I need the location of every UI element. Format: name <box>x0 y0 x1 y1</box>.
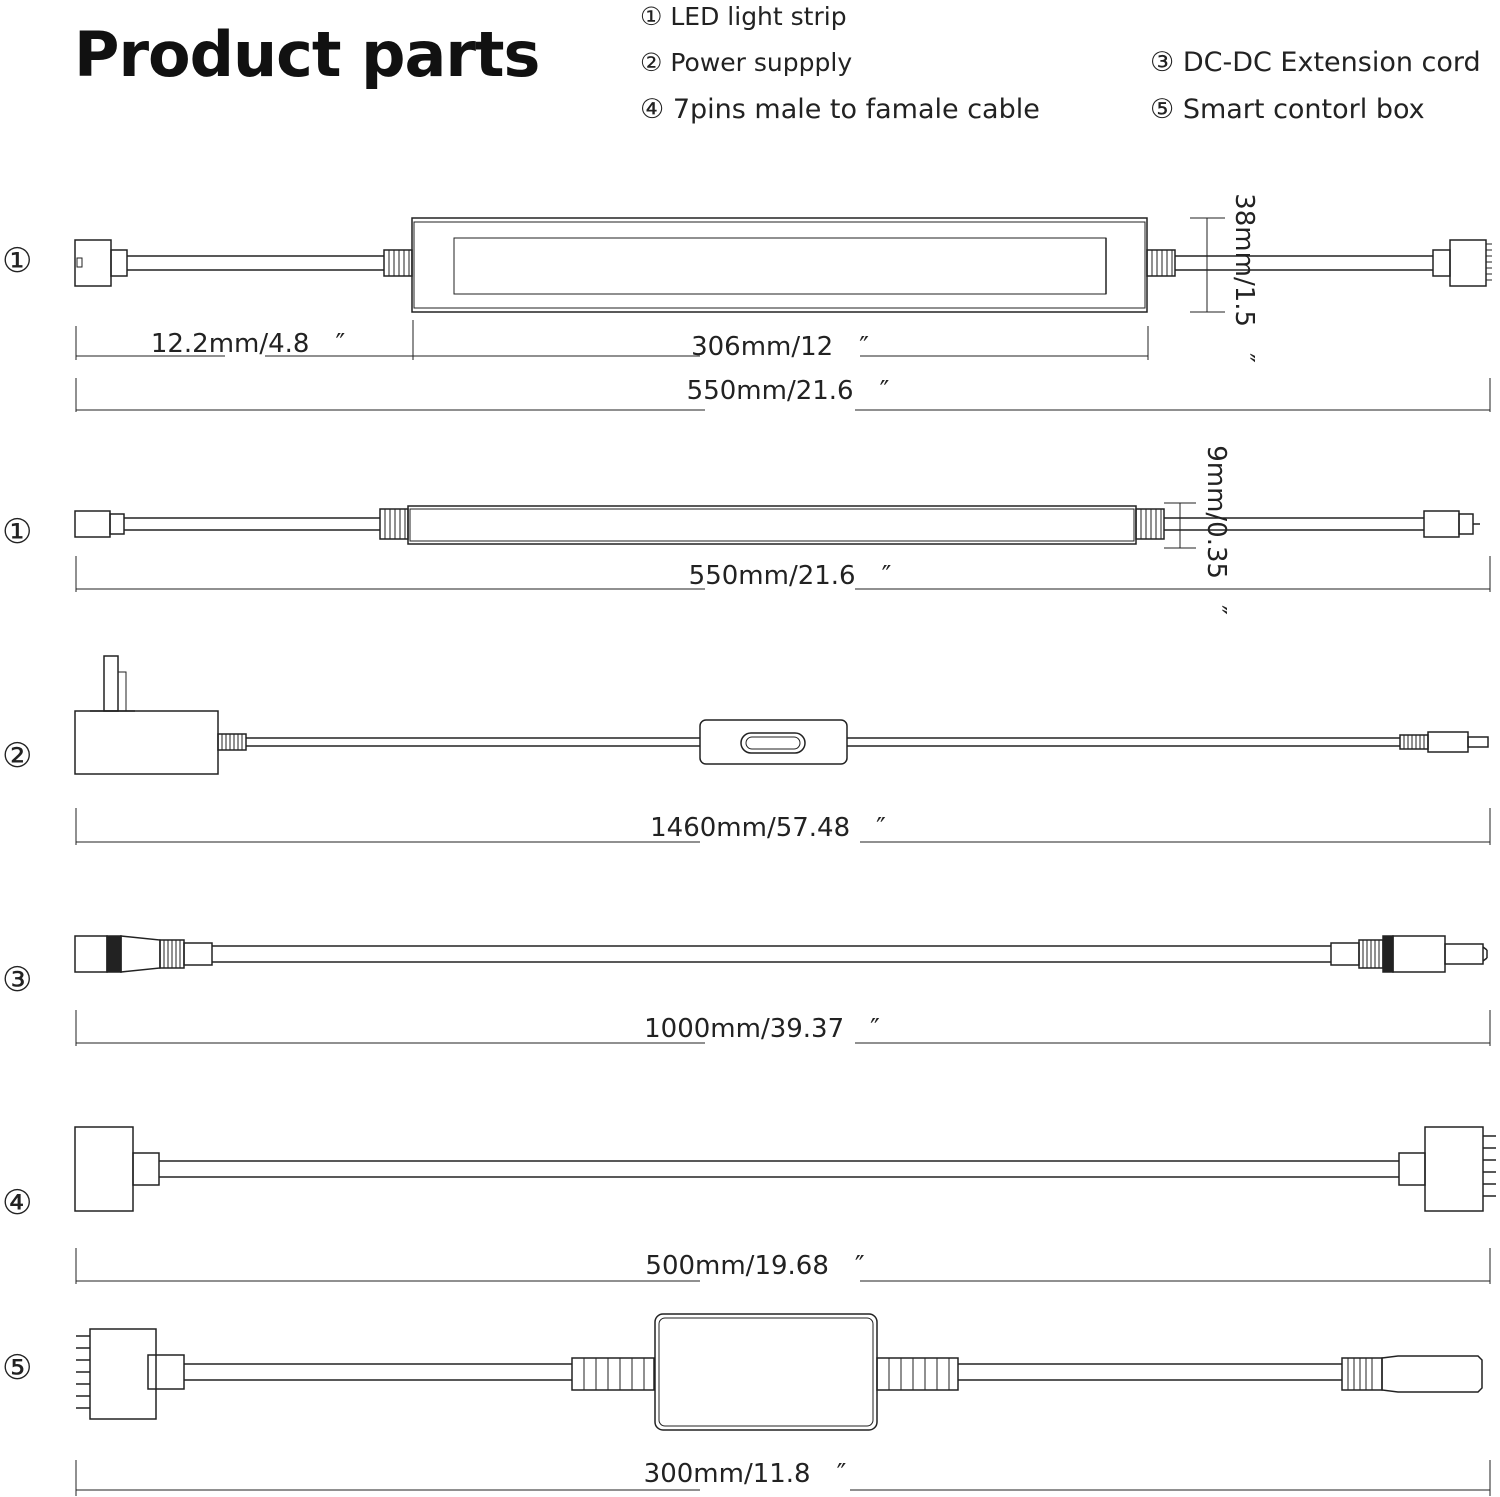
legend-label: 7pins male to famale cable <box>672 94 1040 125</box>
legend-marker: ⑤ <box>1150 94 1175 125</box>
strip-side-dimension-lines <box>75 556 1491 592</box>
dim-bar-length: 306mm/12 ″ <box>691 332 869 362</box>
dim-power-total: 1460mm/57.48 ″ <box>650 813 886 843</box>
row-marker-strip-top: ① <box>2 241 32 281</box>
page-title: Product parts <box>74 18 540 91</box>
legend-item-control-box: ⑤ Smart contorl box <box>1150 94 1425 125</box>
dim-cable-total: 500mm/19.68 ″ <box>645 1251 864 1281</box>
cable-dimension-lines <box>75 1248 1491 1284</box>
extension-dimension-lines <box>75 1010 1491 1046</box>
seven-pin-cable <box>74 1126 1496 1212</box>
legend-label: DC-DC Extension cord <box>1182 47 1481 78</box>
power-adapter <box>74 655 1489 775</box>
legend-label: LED light strip <box>670 2 847 31</box>
row-marker-cable: ④ <box>2 1183 32 1223</box>
legend-marker: ② <box>640 48 663 77</box>
dim-strip-side-total: 550mm/21.6 ″ <box>689 561 892 591</box>
power-dimension-lines <box>75 808 1491 845</box>
strip-thickness-dimension-lines <box>1164 502 1196 549</box>
legend-item-7pin-cable: ④ 7pins male to famale cable <box>640 94 1040 125</box>
legend-label: Smart contorl box <box>1182 94 1425 125</box>
dim-strip-thickness: 9mm/0.35 ″ <box>1201 445 1231 615</box>
row-marker-power: ② <box>2 736 32 776</box>
legend-item-led-strip: ① LED light strip <box>640 2 847 31</box>
dim-strip-height: 38mm/1.5 ″ <box>1229 193 1259 363</box>
row-marker-strip-side: ① <box>2 512 32 552</box>
row-marker-extension: ③ <box>2 960 32 1000</box>
dim-strip-total: 550mm/21.6 ″ <box>687 376 890 406</box>
legend-marker: ④ <box>640 94 665 125</box>
legend-label: Power suppply <box>670 48 853 77</box>
legend-marker: ③ <box>1150 47 1175 78</box>
strip-height-dimension-lines <box>1190 217 1225 313</box>
dim-lead-length: 12.2mm/4.8 ″ <box>151 329 346 359</box>
strip-top-dimension-lines <box>75 320 1491 412</box>
led-strip-side-view <box>74 505 1480 545</box>
control-dimension-lines <box>75 1460 1491 1496</box>
extension-cord <box>74 935 1488 973</box>
led-strip-top-view <box>74 217 1492 313</box>
legend-item-extension-cord: ③ DC-DC Extension cord <box>1150 47 1481 78</box>
dim-control-total: 300mm/11.8 ″ <box>644 1459 847 1489</box>
dim-extension-total: 1000mm/39.37 ″ <box>644 1014 880 1044</box>
row-marker-control: ⑤ <box>2 1348 32 1388</box>
smart-control-box <box>76 1313 1483 1431</box>
legend-marker: ① <box>640 2 663 31</box>
legend-item-power-supply: ② Power suppply <box>640 48 852 77</box>
